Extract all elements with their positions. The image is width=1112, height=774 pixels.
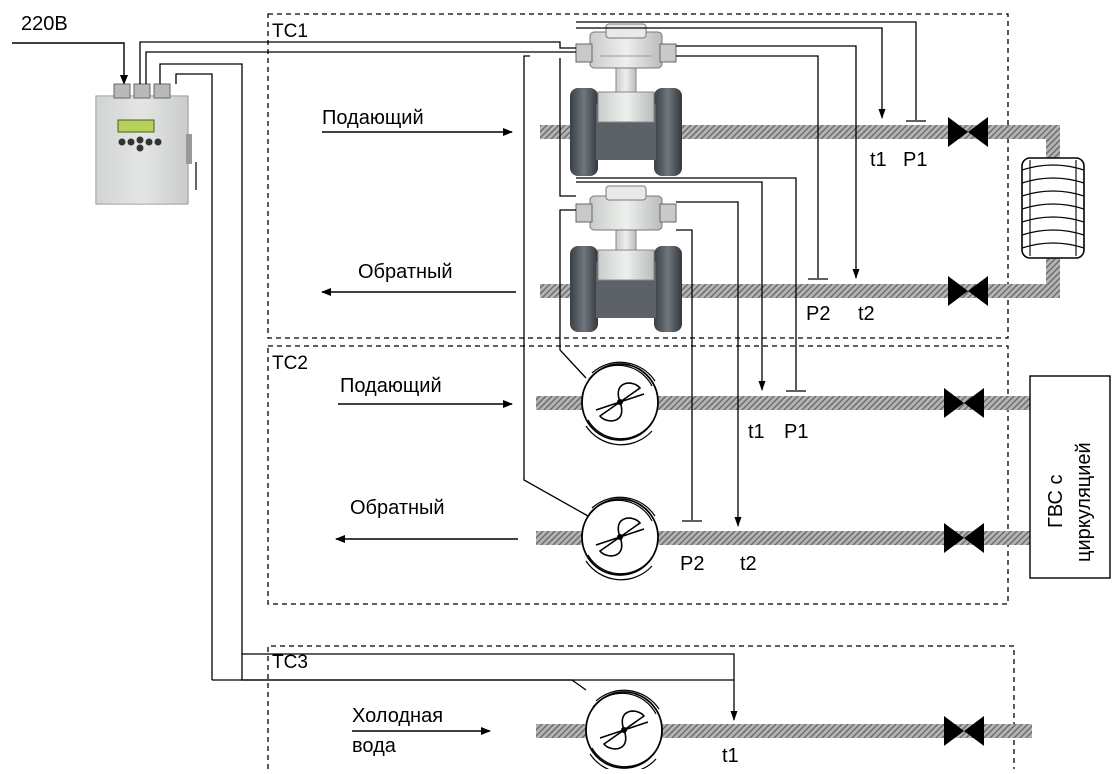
radiator-icon bbox=[1021, 157, 1085, 259]
tc2-return-pipe bbox=[536, 531, 1030, 545]
tc3-cold-water-line2: вода bbox=[352, 735, 397, 757]
power-label: 220В bbox=[21, 13, 68, 35]
valve-icon bbox=[948, 117, 988, 147]
tc2-title: ТС2 bbox=[272, 353, 308, 374]
tc2-supply-pipe bbox=[536, 396, 1030, 410]
vane-flowmeter-icon bbox=[581, 361, 659, 446]
heat-calculator-icon bbox=[95, 83, 197, 205]
vane-flowmeter-icon bbox=[585, 689, 663, 774]
electromagnetic-flowmeter-icon bbox=[570, 23, 682, 176]
tc1-t1-label: t1 bbox=[870, 149, 887, 171]
tc2-section-box bbox=[267, 345, 1009, 605]
tc2-return-label: Обратный bbox=[350, 497, 445, 519]
tc1-title: ТС1 bbox=[272, 21, 308, 42]
tc3-title: ТС3 bbox=[272, 652, 308, 673]
tc2-supply-label: Подающий bbox=[340, 375, 442, 397]
tc2-t2-label: t2 bbox=[740, 553, 757, 575]
tc1-p1-label: P1 bbox=[903, 149, 927, 171]
tc3-cold-water-line1: Холодная bbox=[352, 705, 443, 727]
dhw-box-line2: циркуляцией bbox=[1073, 442, 1095, 562]
tc2-t1-label: t1 bbox=[748, 421, 765, 443]
tc3-section-box bbox=[267, 645, 1015, 769]
tc2-p2-label: P2 bbox=[680, 553, 704, 575]
valve-icon bbox=[944, 388, 984, 418]
valve-icon bbox=[944, 716, 984, 746]
valve-icon bbox=[944, 523, 984, 553]
tc3-t1-label: t1 bbox=[722, 745, 739, 767]
power-cable bbox=[12, 42, 128, 85]
vane-flowmeter-icon bbox=[581, 496, 659, 581]
tc1-p2-label: P2 bbox=[806, 303, 830, 325]
dhw-circulation-box bbox=[1029, 375, 1111, 579]
signal-wiring bbox=[139, 21, 926, 721]
dhw-box-line1: ГВС с bbox=[1045, 474, 1067, 528]
valve-icon bbox=[948, 276, 988, 306]
tc1-section-box bbox=[267, 13, 1009, 339]
tc1-t2-label: t2 bbox=[858, 303, 875, 325]
tc2-p1-label: P1 bbox=[784, 421, 808, 443]
tc1-return-label: Обратный bbox=[358, 261, 453, 283]
tc1-supply-label: Подающий bbox=[322, 107, 424, 129]
electromagnetic-flowmeter-icon bbox=[570, 185, 682, 332]
